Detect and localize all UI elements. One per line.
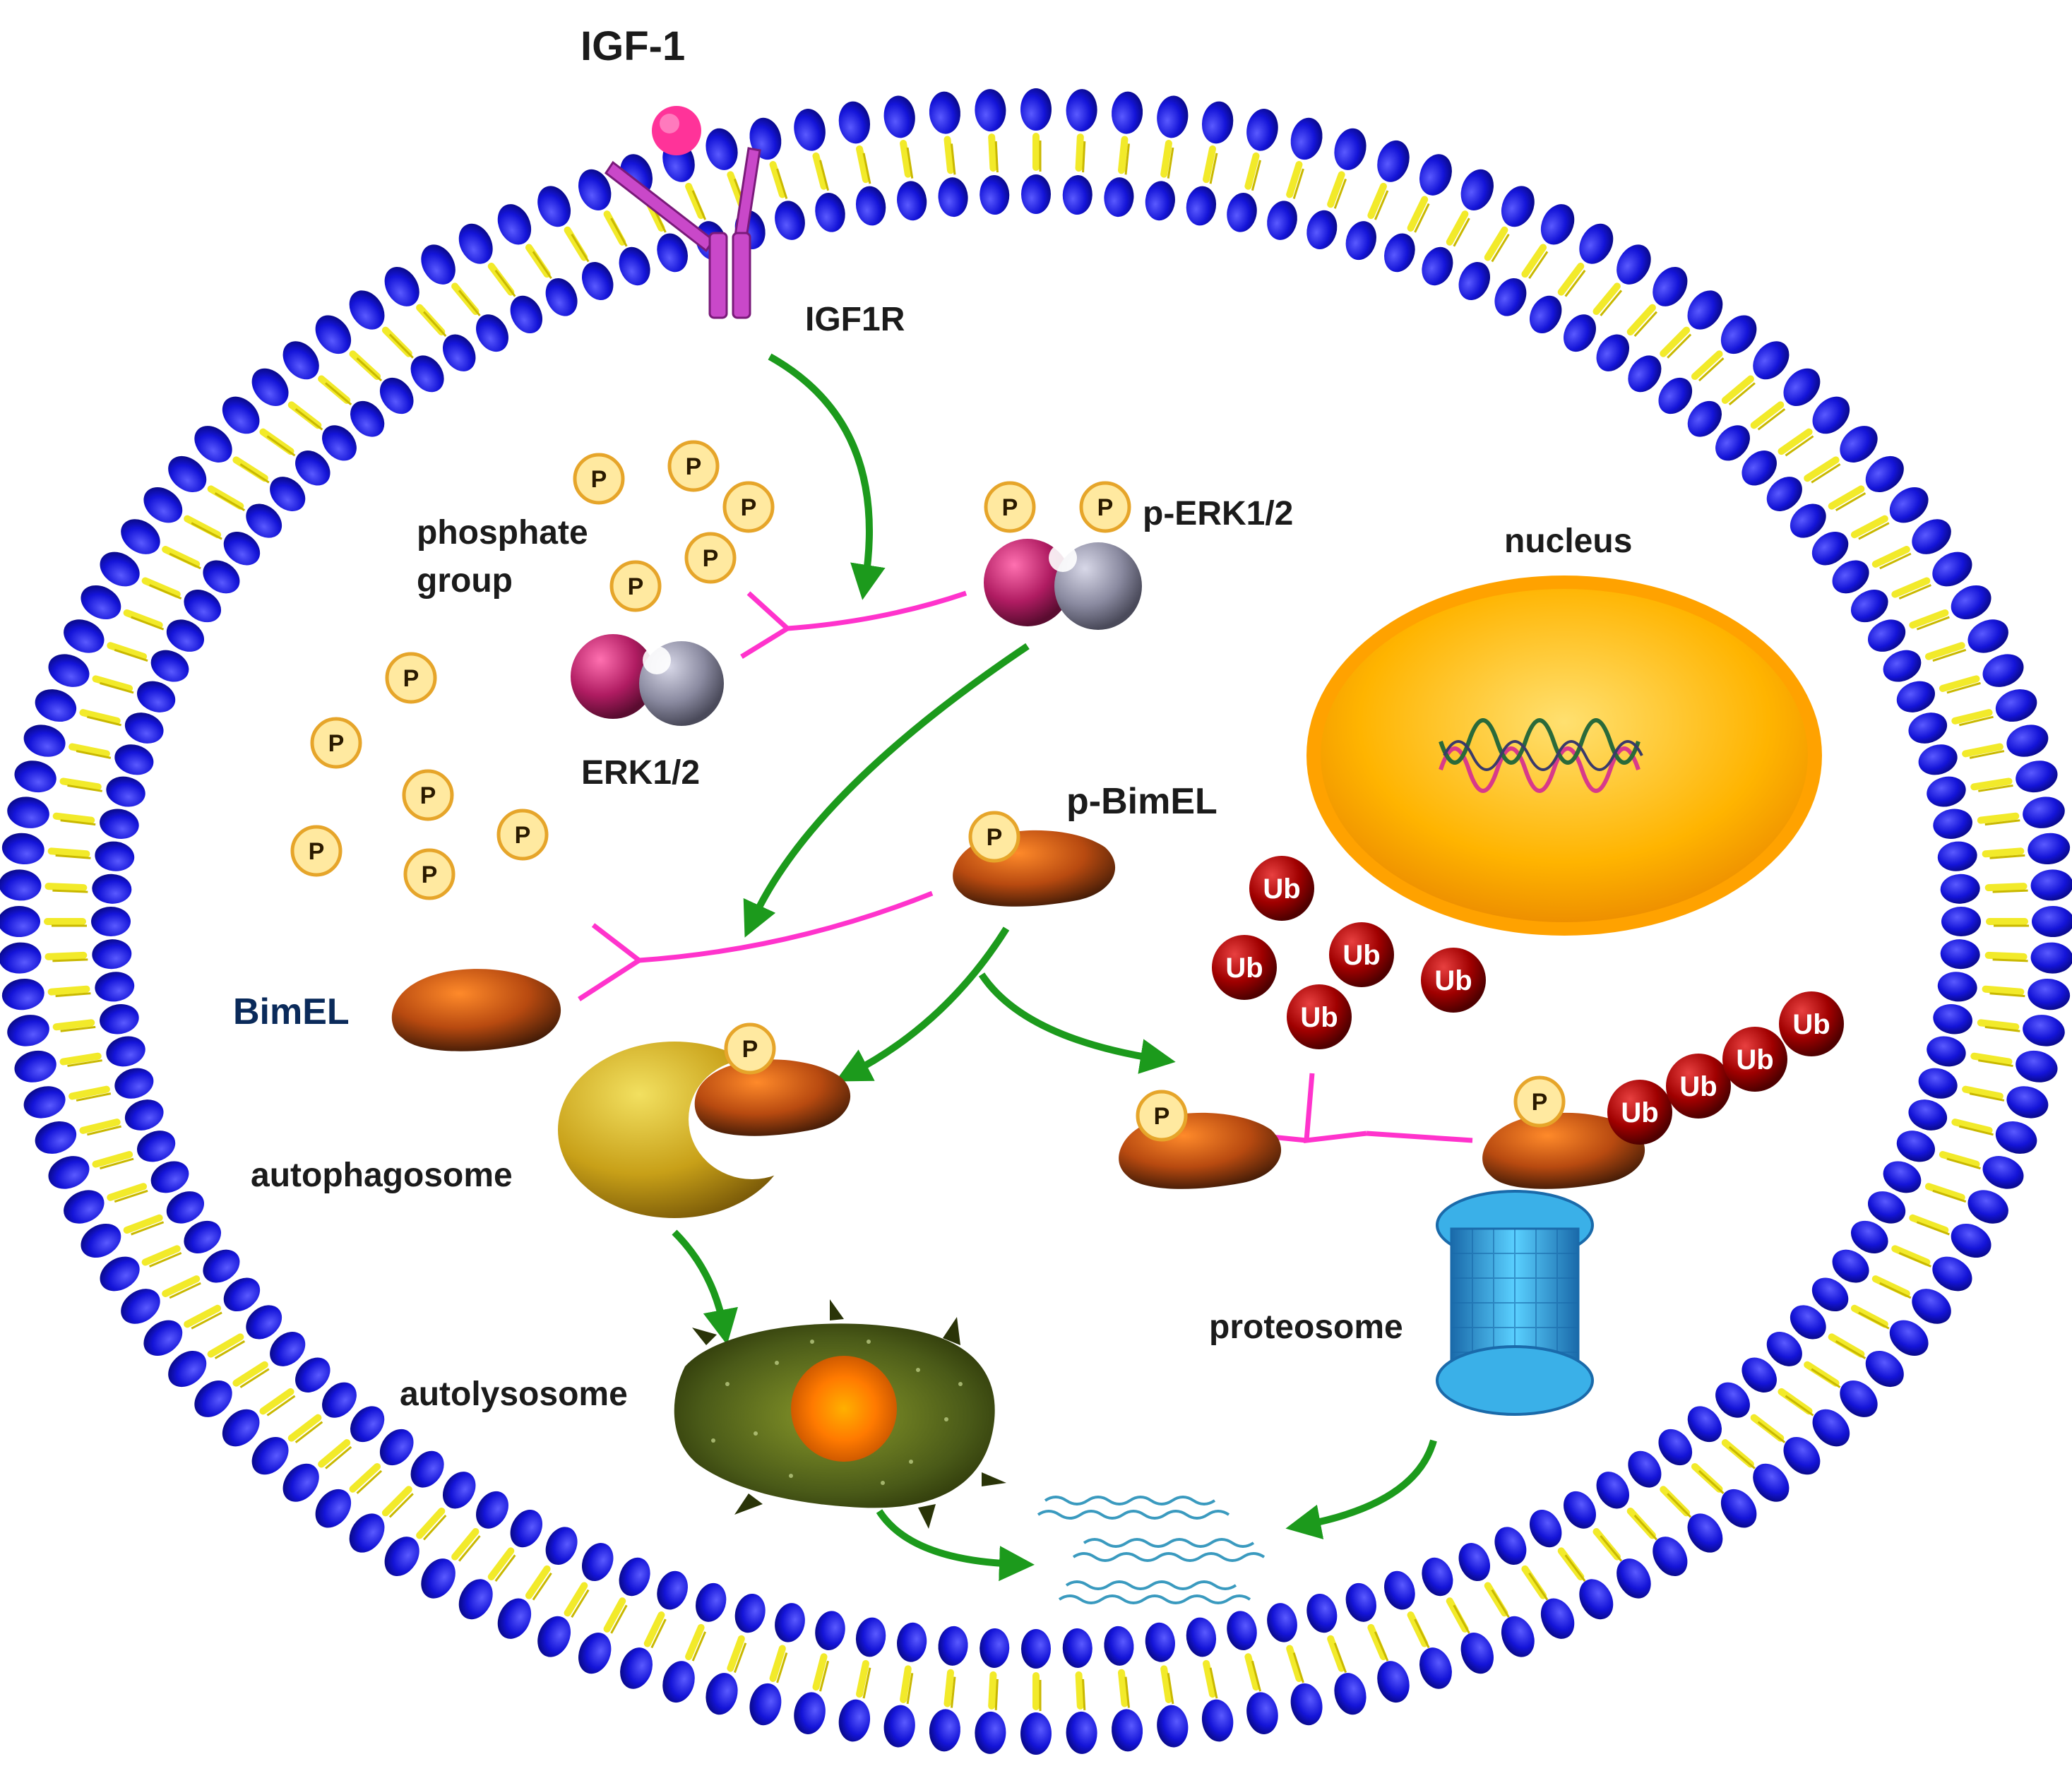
ubiquitin-token: Ub	[1249, 856, 1314, 921]
svg-text:P: P	[420, 782, 436, 809]
svg-text:P: P	[515, 822, 531, 849]
svg-text:Ub: Ub	[1263, 873, 1300, 905]
erk-label: ERK1/2	[581, 754, 700, 792]
phosphate-token: P	[385, 652, 437, 704]
svg-text:P: P	[987, 824, 1003, 851]
arrow-pbimel-to-ubiquitination	[978, 972, 1176, 1074]
bimel-protein	[391, 969, 561, 1051]
svg-text:P: P	[591, 466, 607, 493]
svg-text:Ub: Ub	[1300, 1002, 1338, 1033]
ubiquitin-token: Ub	[1329, 922, 1394, 987]
autophagosome-label: autophagosome	[251, 1157, 513, 1194]
ubiquitinated-p-bimel	[1482, 1112, 1645, 1189]
svg-text:Ub: Ub	[1792, 1009, 1830, 1040]
bimel-label: BimEL	[233, 991, 350, 1032]
svg-text:Ub: Ub	[1225, 953, 1263, 984]
svg-text:Ub: Ub	[1679, 1071, 1717, 1102]
arrow-perk-to-bimel	[743, 643, 1030, 938]
autophagosome	[558, 1042, 851, 1218]
phosphate-token: P	[496, 809, 549, 861]
phosphate-token: P	[667, 440, 720, 492]
svg-text:P: P	[1002, 494, 1018, 521]
phosphate-token: P	[1136, 1090, 1188, 1142]
erk1-2	[571, 634, 724, 726]
svg-text:P: P	[422, 861, 438, 888]
svg-text:P: P	[403, 665, 419, 692]
svg-text:P: P	[686, 453, 702, 480]
phosphate-token: P	[684, 532, 737, 584]
p-bimel-label: p-BimEL	[1066, 781, 1217, 822]
arrow-receptor-to-erk	[768, 353, 886, 600]
svg-text:Ub: Ub	[1736, 1044, 1773, 1075]
dna-helix-icon	[1439, 718, 1643, 793]
autolysosome	[674, 1299, 1006, 1529]
phosphate-token: P	[573, 453, 625, 505]
svg-text:P: P	[741, 494, 757, 521]
phosphorylation-connector-erk	[740, 590, 967, 659]
phosphate-token: P	[724, 1022, 776, 1075]
phosphate-token: P	[402, 769, 454, 821]
svg-text:P: P	[742, 1036, 758, 1063]
phosphate-token: P	[984, 481, 1036, 533]
phosphate-token: P	[722, 481, 775, 533]
p-erk1-2	[984, 539, 1142, 630]
proteosome-label: proteosome	[1209, 1308, 1403, 1346]
svg-text:P: P	[309, 838, 325, 865]
ubiquitin-token: Ub	[1287, 984, 1352, 1049]
phosphorylation-connector-bimel	[578, 890, 934, 1001]
phosphate-token: P	[290, 825, 343, 877]
autolysosome-label: autolysosome	[400, 1376, 628, 1413]
arrows	[672, 353, 1437, 1582]
ubiquitin-token: Ub	[1722, 1027, 1787, 1092]
p-erk-label: p-ERK1/2	[1143, 495, 1293, 532]
ubiquitin-token: Ub	[1607, 1080, 1672, 1145]
svg-text:P: P	[628, 573, 644, 600]
igf1r-receptor	[604, 147, 761, 319]
svg-text:P: P	[1097, 494, 1114, 521]
svg-text:Ub: Ub	[1342, 940, 1380, 971]
phosphate-token: P	[968, 811, 1020, 863]
cell-membrane-bilayer	[0, 88, 2072, 1755]
proteosome	[1436, 1190, 1594, 1416]
svg-text:P: P	[1532, 1089, 1548, 1116]
arrow-autophagosome-to-autolysosome	[672, 1229, 738, 1345]
phosphate-token: P	[310, 717, 362, 769]
phosphate-group-label-line1: phosphate	[417, 514, 588, 551]
degraded-peptide-fragments	[1037, 1496, 1266, 1604]
svg-text:Ub: Ub	[1434, 965, 1472, 996]
phosphate-token: P	[1079, 481, 1131, 533]
nucleus-label: nucleus	[1504, 523, 1632, 560]
phosphate-token: P	[609, 560, 662, 612]
ubiquitin-token: Ub	[1421, 948, 1486, 1013]
ubiquitin-token: Ub	[1779, 991, 1844, 1056]
arrow-pbimel-to-autophagosome	[835, 926, 1010, 1082]
svg-text:Ub: Ub	[1621, 1097, 1658, 1128]
svg-text:P: P	[328, 730, 345, 757]
membrane-heads	[0, 88, 2072, 1755]
ubiquitination-connector	[1270, 1073, 1473, 1143]
igf-1-label: IGF-1	[580, 23, 685, 69]
nucleus	[1306, 576, 1822, 936]
ubiquitin-token: Ub	[1666, 1054, 1731, 1119]
svg-text:P: P	[703, 545, 719, 572]
svg-text:P: P	[1154, 1103, 1170, 1130]
ubiquitin-token: Ub	[1212, 935, 1277, 1000]
phosphate-token: P	[1513, 1075, 1566, 1128]
arrow-proteosome-to-fragments	[1285, 1439, 1437, 1539]
phosphate-group-label-line2: group	[417, 562, 513, 600]
phosphate-token: P	[403, 848, 456, 900]
membrane-tails	[44, 133, 2029, 1711]
igf1-ligand	[652, 106, 701, 155]
igf1r-label: IGF1R	[805, 301, 905, 338]
arrow-autolysosome-to-fragments	[876, 1509, 1035, 1582]
